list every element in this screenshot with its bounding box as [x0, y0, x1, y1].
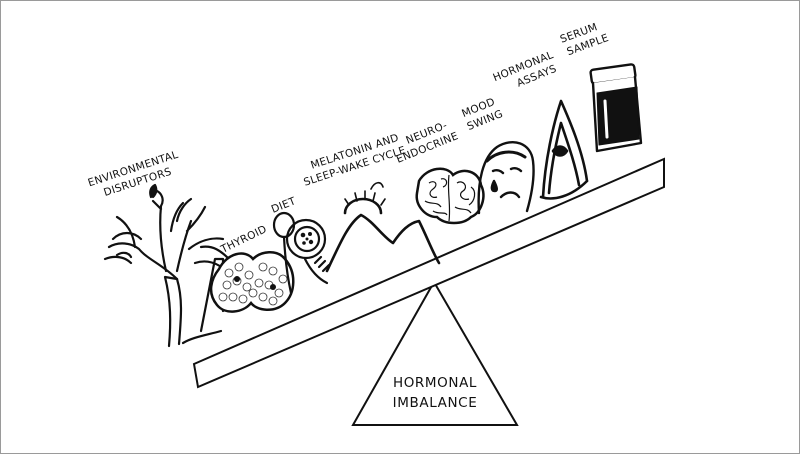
tree-branches-right: [175, 205, 231, 273]
assay-base: [539, 179, 589, 200]
fulcrum-triangle: [351, 279, 519, 426]
h-base: [181, 329, 223, 345]
h-left-post: [163, 275, 183, 348]
environmental-label: ENVIRONMENTAL DISRUPTORS: [86, 149, 179, 199]
seesaw-beam: [192, 157, 665, 389]
tree-flame: [149, 183, 158, 199]
tear: [490, 179, 498, 193]
tree-trunk: [151, 189, 168, 273]
spoon-handle: [282, 235, 293, 295]
letter-r-diet: [272, 211, 331, 295]
letter-l-serum-sample: [589, 63, 643, 153]
spoon-bowl: [272, 211, 296, 239]
tube-highlight: [603, 99, 609, 139]
letter-o-neuroendocrine: [415, 167, 485, 225]
assay-inner: [547, 121, 581, 195]
mountain-line: [325, 213, 441, 273]
sun-rays: [344, 190, 386, 206]
mood-label: MOOD SWING: [460, 96, 505, 133]
assay-dot: [551, 145, 569, 157]
fulcrum: HORMONAL IMBALANCE: [351, 279, 519, 426]
thyroid-dot: [270, 284, 276, 290]
assay-outline: [541, 99, 589, 199]
letter-m-melatonin: [325, 181, 441, 273]
sun-arc: [343, 197, 383, 215]
letter-n-mood-swing: [477, 141, 535, 215]
moon-arc: [370, 181, 384, 190]
fulcrum-label-line1: HORMONAL: [393, 375, 477, 391]
tree-branches-left: [103, 215, 179, 281]
brain-outline: [415, 167, 485, 225]
serum-label: SERUM SAMPLE: [559, 21, 611, 58]
assays-label: HORMONAL ASSAYS: [491, 49, 558, 90]
fork: [303, 255, 331, 285]
neuroendocrine-label: NEURO- ENDOCRINE: [395, 119, 460, 165]
face-outline: [477, 141, 535, 215]
frown: [499, 191, 521, 199]
eyes: [491, 166, 523, 175]
fulcrum-label-line2: IMBALANCE: [393, 395, 478, 411]
tube-serum: [596, 86, 640, 146]
brain-folds: [424, 174, 476, 222]
thyroid-label: THYROID: [218, 223, 269, 256]
thyroid-dot: [234, 276, 240, 282]
letter-h-environmental-disruptors: [103, 183, 231, 348]
plate-inner: [293, 225, 321, 253]
hair: [485, 150, 527, 163]
letter-o-thyroid: [209, 251, 295, 313]
tree-leaves: [169, 197, 193, 233]
letter-a-hormonal-assays: [539, 99, 589, 200]
plate-outer: [285, 218, 327, 260]
tree-eye: [115, 251, 133, 259]
thyroid-gland: [209, 251, 295, 313]
food: [300, 232, 314, 245]
melatonin-label: MELATONIN AND SLEEP-WAKE CYCLE: [302, 132, 407, 189]
